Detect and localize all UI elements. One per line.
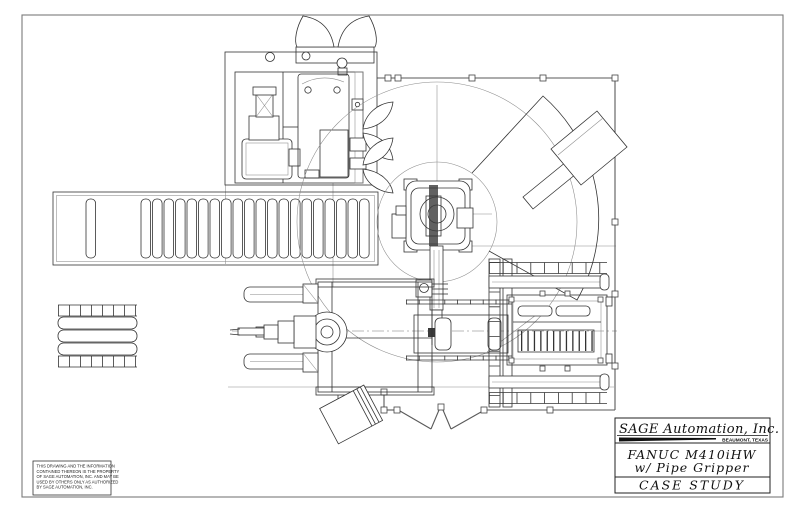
robot-mast <box>429 185 438 246</box>
pipe-bundle-stack <box>57 304 138 368</box>
safety-fence <box>377 74 619 430</box>
stacklight-icon <box>336 57 348 69</box>
drawing-title-line2: w/ Pipe Gripper <box>635 460 750 475</box>
inner-cabinet <box>283 73 350 179</box>
disclaimer-line: USED BY OTHERS ONLY AS AUTHORIZED <box>37 479 119 484</box>
pipe-rack-machine <box>488 258 613 408</box>
door-swing-top-icon <box>295 15 377 64</box>
slat-infeed-conveyor <box>52 191 379 266</box>
transfer-bed <box>406 299 512 361</box>
motor-unit <box>241 86 301 180</box>
drawing-title-line1: FANUC M410iHW <box>626 447 756 462</box>
title-block: SAGE Automation, Inc. BEAUMONT, TEXAS FA… <box>614 417 779 494</box>
sheet-border <box>21 14 784 498</box>
pipe-gripper-icon <box>550 110 628 186</box>
rack-center-body <box>506 290 613 372</box>
door-swing-right-icon <box>362 101 394 130</box>
disclaimer-line: THIS DRAWING AND THE INFORMATION <box>37 464 115 469</box>
fence-gate <box>383 394 482 430</box>
spindle <box>229 311 348 353</box>
company-name: SAGE Automation, Inc. <box>619 422 779 437</box>
disclaimer-block: THIS DRAWING AND THE INFORMATION CONTAIN… <box>32 460 120 496</box>
equipment-enclosure <box>224 15 394 194</box>
robot-m410ihw-plan <box>391 178 474 345</box>
pushbutton-icon <box>265 52 275 62</box>
enclosure-right-fittings <box>349 71 394 194</box>
company-location: BEAUMONT, TEXAS <box>722 438 769 444</box>
robot-arm-alternate-position <box>522 110 628 210</box>
tilted-control-cabinet <box>319 384 384 445</box>
doc-type: CASE STUDY <box>639 478 745 493</box>
disclaimer-line: BY SAGE AUTOMATION, INC. <box>37 485 93 490</box>
disclaimer-line: OF SAGE AUTOMATION, INC. AND MAY BE <box>37 474 120 479</box>
logo-bar <box>619 437 716 442</box>
spindle-press-machine <box>229 278 435 404</box>
disclaimer-line: CONTAINED THEREON IS THE PROPERTY <box>37 469 120 474</box>
